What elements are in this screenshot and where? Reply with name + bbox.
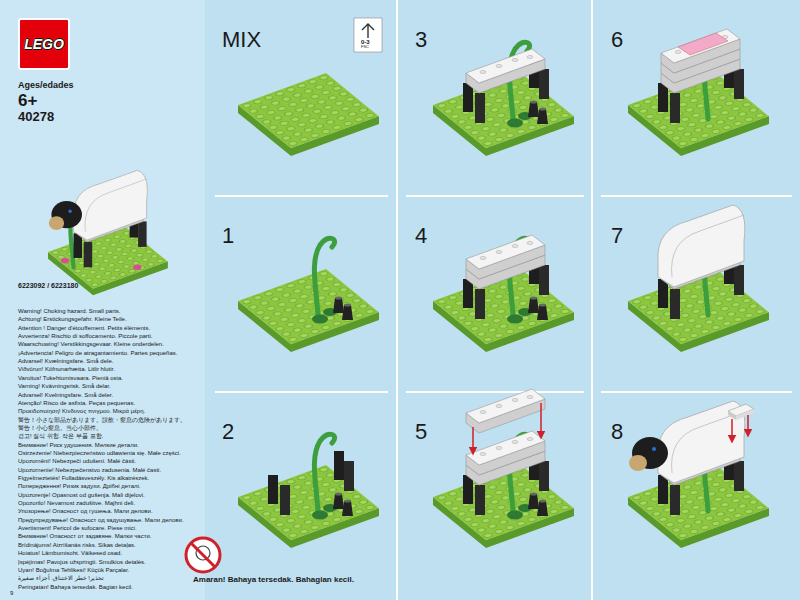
warning-text: Ostrzeżenie! Niebezpieczeństwo udławieni… <box>18 450 181 457</box>
warning-text: Avvertenza! Rischio di soffocamento. Pic… <box>18 333 153 340</box>
warning-text: Įspėjimas! Pavojus užspringti. Smulkios … <box>18 559 146 566</box>
step-number: 6 <box>611 27 623 52</box>
warning-text: Внимание! Опасност от задавяне. Малки ча… <box>18 533 151 540</box>
warning-text: تحذير! خطر الاختناق. أجزاء صغيرة <box>18 575 104 582</box>
set-number: 40278 <box>18 110 54 125</box>
warning-text: Внимание! Риск удушения. Мелкие детали. <box>18 442 139 449</box>
warning-text: Avertisment! Pericol de sufocare. Piese … <box>18 525 137 532</box>
step-number: 5 <box>415 419 427 444</box>
age-value: 6+ <box>18 91 37 111</box>
warning-text: 警告！小心窒息。当心小部件。 <box>18 425 102 432</box>
warning-text: Achtung! Erstickungsgefahr. Kleine Teile… <box>18 316 127 323</box>
warning-text: Advarsel! Kvelningsfare. Små deler. <box>18 392 113 399</box>
fsc-mix-text: FSC <box>361 45 369 50</box>
warning-text: Упозорење! Опасност од гушења. Мали дело… <box>18 508 153 515</box>
warning-text: Προειδοποίηση! Κίνδυνος πνιγμού. Μικρά μ… <box>18 408 145 415</box>
warning-text: Peringatan! Bahaya tersedak. Bagian keci… <box>18 584 133 591</box>
age-heading: Ages/edades <box>18 80 74 90</box>
warning-text: Upozorenje! Opasnost od gušenja. Mali di… <box>18 492 145 499</box>
warning-text: Uyarı! Boğulma Tehlikesi! Küçük Parçalar… <box>18 567 129 574</box>
logo-text: LEGO <box>24 36 64 52</box>
warning-text: Viðvörun! Köfnunarhætta. Litlir hlutir. <box>18 366 115 373</box>
warning-text: Advarsel! Kvælningsfare. Små dele. <box>18 358 113 365</box>
step-number: MIX <box>222 27 261 52</box>
warning-text: Brīdinājums! Aizrīšanās risks. Sīkas det… <box>18 542 136 549</box>
warning-text: 警告！小さな部品があります。誤飲・窒息の危険があります。 <box>18 417 186 424</box>
warning-text: Hoiatus! Lämbumisoht. Väikesed osad. <box>18 550 122 557</box>
warning-text: Попередження! Ризик задухи. Дрібні детал… <box>18 483 141 490</box>
warning-text: Waarschuwing! Verstikkingsgevaar. Kleine… <box>18 341 164 348</box>
age-warning-number: Amaran! Bahaya tersedak. Bahagian kecil. <box>193 575 354 584</box>
warning-text: ¡Advertencia! Peligro de atragantamiento… <box>18 350 177 357</box>
note-text: 9 <box>10 590 13 597</box>
warning-text: Upozornenie! Nebezpečenstvo zadusenia. M… <box>18 467 161 474</box>
item-number: 6223092 / 6223180 <box>18 282 78 290</box>
warning-text: Attention ! Danger d'étouffement. Petits… <box>18 325 150 332</box>
warning-text: Varning! Kvävningsrisk. Små delar. <box>18 383 111 390</box>
warning-text: Atenção! Risco de asfixia. Peças pequena… <box>18 400 135 407</box>
step-number: 3 <box>415 27 427 52</box>
warning-text: Warning! Choking hazard. Small parts. <box>18 308 121 315</box>
logo-box: LEGO <box>18 18 70 70</box>
step-number: 7 <box>611 223 623 248</box>
warning-text: Varoitus! Tukehtumisvaara. Pieniä osia. <box>18 375 123 382</box>
step-number: 4 <box>415 223 427 248</box>
warning-text: Figyelmeztetés! Fulladásveszély. Kis alk… <box>18 475 149 482</box>
warning-text: Upozornění! Nebezpečí udušení. Malé část… <box>18 458 136 465</box>
step-number: 8 <box>611 419 623 444</box>
step-number: 2 <box>222 419 234 444</box>
warning-text: Opozorilo! Nevarnost zadušitve. Majhni d… <box>18 500 135 507</box>
warning-text: Предупредување! Опасност од задушување. … <box>18 517 183 524</box>
step-number: 1 <box>222 223 234 248</box>
warning-text: 경고! 질식 위험. 작은 부품 포함. <box>18 433 103 440</box>
